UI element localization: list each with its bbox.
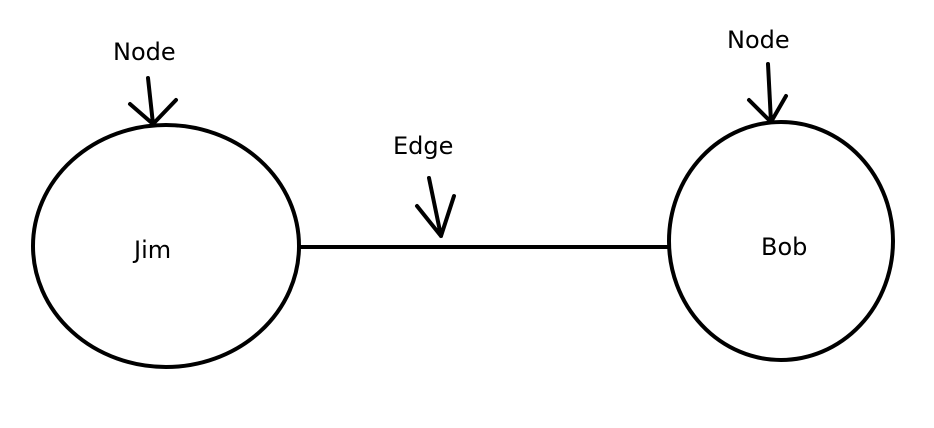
annotation-node-jim-label: Node bbox=[113, 38, 176, 66]
node-bob-circle bbox=[667, 120, 895, 362]
node-bob-label: Bob bbox=[761, 233, 807, 261]
annotation-node-bob: Node bbox=[727, 26, 790, 124]
node-jim: Jim bbox=[31, 123, 301, 369]
annotation-edge-arrow bbox=[415, 176, 456, 238]
node-jim-label: Jim bbox=[132, 236, 171, 264]
annotation-node-bob-arrow bbox=[747, 62, 788, 124]
annotation-edge-label: Edge bbox=[393, 132, 453, 160]
annotation-node-jim-arrow bbox=[128, 76, 178, 126]
annotation-node-jim: Node bbox=[113, 38, 178, 126]
node-bob: Bob bbox=[667, 120, 895, 362]
annotation-edge: Edge bbox=[393, 132, 456, 238]
node-jim-circle bbox=[31, 123, 301, 369]
annotation-node-bob-label: Node bbox=[727, 26, 790, 54]
